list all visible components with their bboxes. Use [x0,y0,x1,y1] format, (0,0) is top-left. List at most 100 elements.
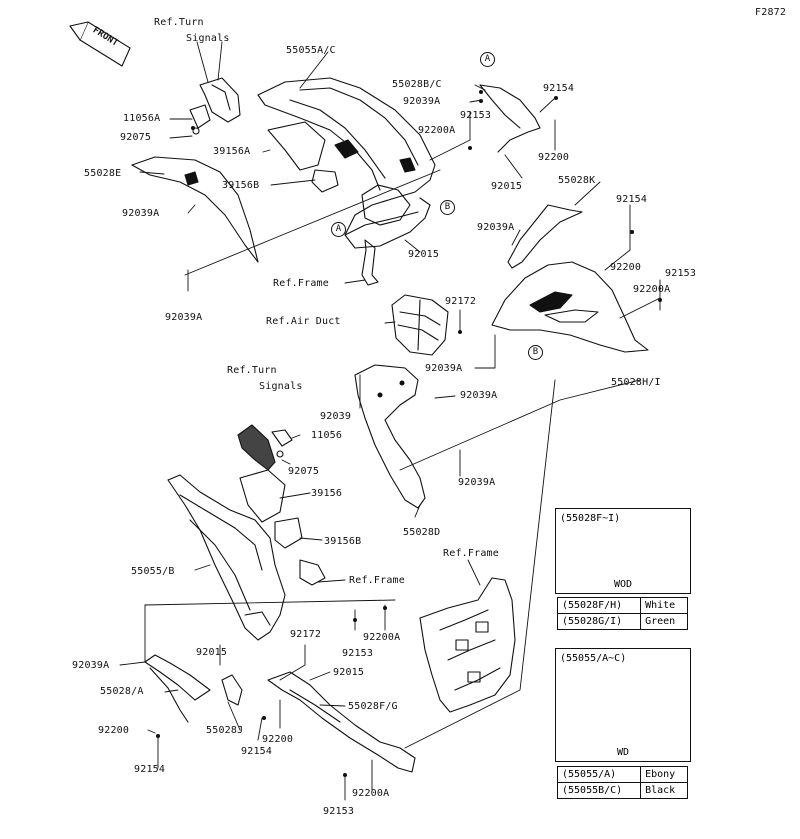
lower-side-cover-right-drawing [491,261,649,353]
ref-turn-signals-top-line2: Signals [186,33,230,44]
part-92153-bottom-label: 92153 [323,806,355,817]
part-92075-mid-label: 92075 [288,466,320,477]
part-92154-right-label: 92154 [616,194,648,205]
turn-signal-bracket-top-drawing [189,77,241,135]
part-55028k-label: 55028K [558,175,596,186]
part-92039-mid-label: 92039 [320,411,352,422]
inset-wd-color-table: (55055/A) Ebony (55055B/C) Black [556,766,688,799]
lower-side-piece-left-drawing [144,654,211,723]
part-39156b-top-label: 39156B [222,180,260,191]
part-92153-right-label: 92153 [665,268,697,279]
ref-turn-signals-mid-line2: Signals [259,381,303,392]
part-55028a-label: 55028/A [100,686,144,697]
mid-cover-drawing [354,364,426,509]
color-code-cell: (55055B/C) [556,782,642,799]
table-row: (55055B/C) Black [556,782,688,799]
side-cover-left-drawing [131,156,259,263]
small-panel-k-drawing [507,204,583,269]
part-92039a-low-left-label: 92039A [72,660,110,671]
part-92075-top-label: 92075 [120,132,152,143]
inset-wd-caption: (55055/A~C) [560,653,627,664]
color-name-cell: Ebony [640,766,688,783]
turn-signal-bracket-mid-drawing [237,424,293,471]
leader-lines [119,41,661,801]
part-92039a-right-label: 92039A [477,222,515,233]
part-92039a-mid-right-label: 92039A [460,390,498,401]
lower-cowl-drawing [167,474,326,641]
part-92154-low-mid-label: 92154 [241,746,273,757]
frame-drawing [419,577,516,713]
part-11056-label: 11056 [311,430,343,441]
color-name-cell: Green [640,613,688,630]
part-92154-top-label: 92154 [543,83,575,94]
part-92039a-left-label: 92039A [122,208,160,219]
part-55055b-label: 55055/B [131,566,175,577]
inset-wod-color-table: (55028F/H) White (55028G/I) Green [556,597,688,630]
inner-panel-mid-drawing [239,469,303,549]
part-92153-low-label: 92153 [342,648,374,659]
part-92200-top-label: 92200 [538,152,570,163]
ref-frame-top-label: Ref.Frame [273,278,329,289]
front-arrow-icon [69,21,131,67]
upper-cowl-drawing [257,77,436,249]
part-55028bc-label: 55028B/C [392,79,442,90]
part-92153-top-label: 92153 [460,110,492,121]
color-code-cell: (55028F/H) [556,597,642,614]
inset-wod-footer: WOD [613,579,633,590]
inset-wod-caption: (55028F~I) [560,513,621,524]
part-39156a-label: 39156A [213,146,251,157]
part-55028j-label: 55028J [206,725,244,736]
part-55028fg-label: 55028F/G [348,701,398,712]
callout-a-top: A [480,52,495,67]
fastener-dots [156,90,662,777]
part-92200a-top-label: 92200A [418,125,456,136]
color-name-cell: Black [640,782,688,799]
callout-b-top: B [440,200,455,215]
air-duct-drawing [391,294,449,356]
part-92039a-bottom-left-label: 92039A [165,312,203,323]
inset-wd-box: (55055/A~C) WD [555,648,691,762]
part-55055ac-label: 55055A/C [286,45,336,56]
part-92200-right-label: 92200 [610,262,642,273]
part-92015-low2-label: 92015 [333,667,365,678]
part-92015-low-label: 92015 [196,647,228,658]
color-code-cell: (55028G/I) [556,613,642,630]
part-92172-mid-label: 92172 [445,296,477,307]
part-92172-low-label: 92172 [290,629,322,640]
part-55028d-label: 55028D [403,527,441,538]
part-92200a-bottom-label: 92200A [352,788,390,799]
part-92015-mid-label: 92015 [408,249,440,260]
frame-bracket-top-drawing [361,239,379,286]
table-row: (55055/A) Ebony [556,766,688,783]
small-bracket-j-drawing [221,674,243,706]
part-55028hi-label: 55028H/I [611,377,661,388]
ref-turn-signals-top-line1: Ref.Turn [154,17,204,28]
ref-air-duct-label: Ref.Air Duct [266,316,341,327]
color-code-cell: (55055/A) [556,766,642,783]
part-92200a-right-label: 92200A [633,284,671,295]
table-row: (55028G/I) Green [556,613,688,630]
ref-frame-right-label: Ref.Frame [443,548,499,559]
inset-wod-box: (55028F~I) WOD [555,508,691,594]
callout-b-right: B [528,345,543,360]
part-92200a-low-label: 92200A [363,632,401,643]
part-92039a-lower-right-label: 92039A [458,477,496,488]
part-11056a-label: 11056A [123,113,161,124]
upper-side-piece-drawing [479,84,541,153]
table-row: (55028F/H) White [556,597,688,614]
ref-frame-mid-label: Ref.Frame [349,575,405,586]
inset-wd-footer: WD [616,747,630,758]
color-name-cell: White [640,597,688,614]
figure-code: F2872 [755,7,787,18]
part-92015-right-label: 92015 [491,181,523,192]
part-92039a-duct-label: 92039A [425,363,463,374]
part-55028e-label: 55028E [84,168,122,179]
part-92200-low-left-label: 92200 [98,725,130,736]
callout-a-left: A [331,222,346,237]
part-92200-low-mid-label: 92200 [262,734,294,745]
part-39156b-mid-label: 39156B [324,536,362,547]
part-92154-low-left-label: 92154 [134,764,166,775]
part-92039a-top-mid-label: 92039A [403,96,441,107]
ref-turn-signals-mid-line1: Ref.Turn [227,365,277,376]
